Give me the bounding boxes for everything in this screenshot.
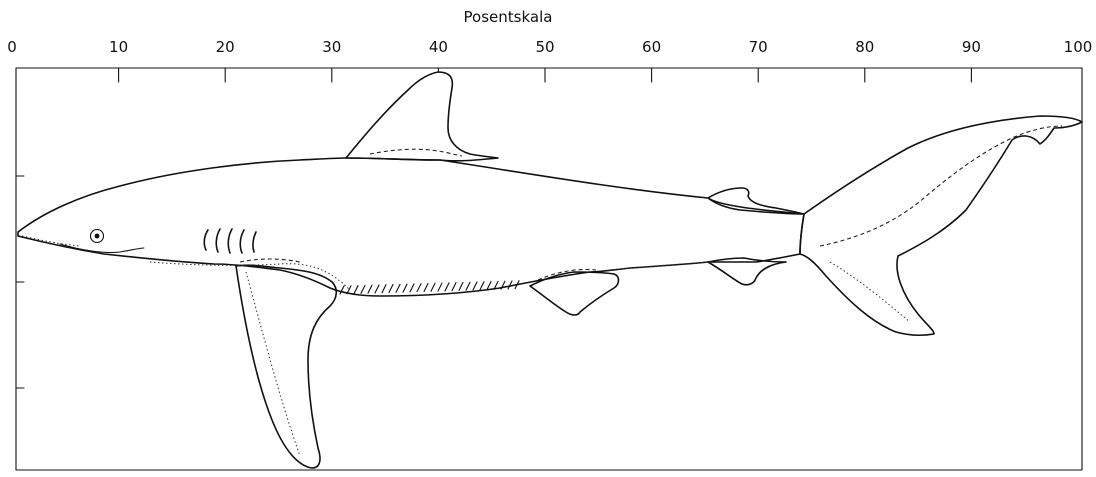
gill-slit-1 [204, 230, 208, 250]
belly-hatch-stroke [424, 283, 428, 291]
gill-slit-5 [253, 232, 256, 252]
belly-hatch-stroke [396, 284, 400, 292]
belly-hatch-stroke [445, 283, 449, 291]
scale-label-0: 0 [7, 38, 17, 56]
gill-slits [204, 229, 256, 253]
belly-hatch-stroke [438, 283, 442, 291]
scale-label-40: 40 [429, 38, 448, 56]
scale-ticks [119, 68, 972, 82]
gill-slit-4 [240, 230, 244, 253]
scale-label-70: 70 [749, 38, 768, 56]
belly-hatch-stroke [452, 283, 456, 291]
belly-hatch-stroke [403, 284, 407, 292]
scale-label-80: 80 [855, 38, 874, 56]
scale-label-20: 20 [216, 38, 235, 56]
belly-hatch-stroke [361, 285, 365, 293]
belly-hatch-stroke [382, 285, 386, 293]
scale-labels: 0 10 20 30 40 50 60 70 80 90 100 [7, 38, 1092, 56]
scale-label-50: 50 [535, 38, 554, 56]
scale-label-30: 30 [322, 38, 341, 56]
scale-title: Posentskala [464, 8, 553, 26]
scale-label-90: 90 [962, 38, 981, 56]
belly-hatch-stroke [368, 285, 372, 293]
first-dorsal-fin [346, 72, 498, 161]
scale-label-100: 100 [1064, 38, 1093, 56]
shark-illustration [18, 72, 1082, 468]
belly-hatch-stroke [410, 284, 414, 292]
belly-hatching [340, 281, 519, 294]
scale-label-10: 10 [109, 38, 128, 56]
belly-hatch-stroke [431, 283, 435, 291]
belly-hatch-stroke [473, 282, 477, 290]
belly-hatch-stroke [466, 282, 470, 290]
diagram-frame [16, 68, 1082, 470]
pectoral-fin [236, 265, 336, 468]
belly-hatch-stroke [417, 284, 421, 292]
belly-hatch-stroke [375, 285, 379, 293]
belly-hatch-stroke [354, 286, 358, 294]
belly-hatch-stroke [487, 282, 491, 290]
caudal-fin [800, 116, 1082, 335]
gill-slit-3 [228, 229, 232, 253]
left-ticks [16, 176, 24, 388]
pectoral-base [240, 259, 300, 262]
eye [91, 230, 104, 243]
belly-hatch-stroke [389, 285, 393, 293]
eye-pupil [95, 234, 100, 239]
gill-slit-2 [216, 229, 220, 252]
belly-hatch-stroke [480, 282, 484, 290]
belly-hatch-stroke [459, 282, 463, 290]
pelvic-fin [530, 272, 619, 315]
second-dorsal-fin [708, 188, 804, 214]
scale-label-60: 60 [642, 38, 661, 56]
shark-body [18, 158, 804, 296]
